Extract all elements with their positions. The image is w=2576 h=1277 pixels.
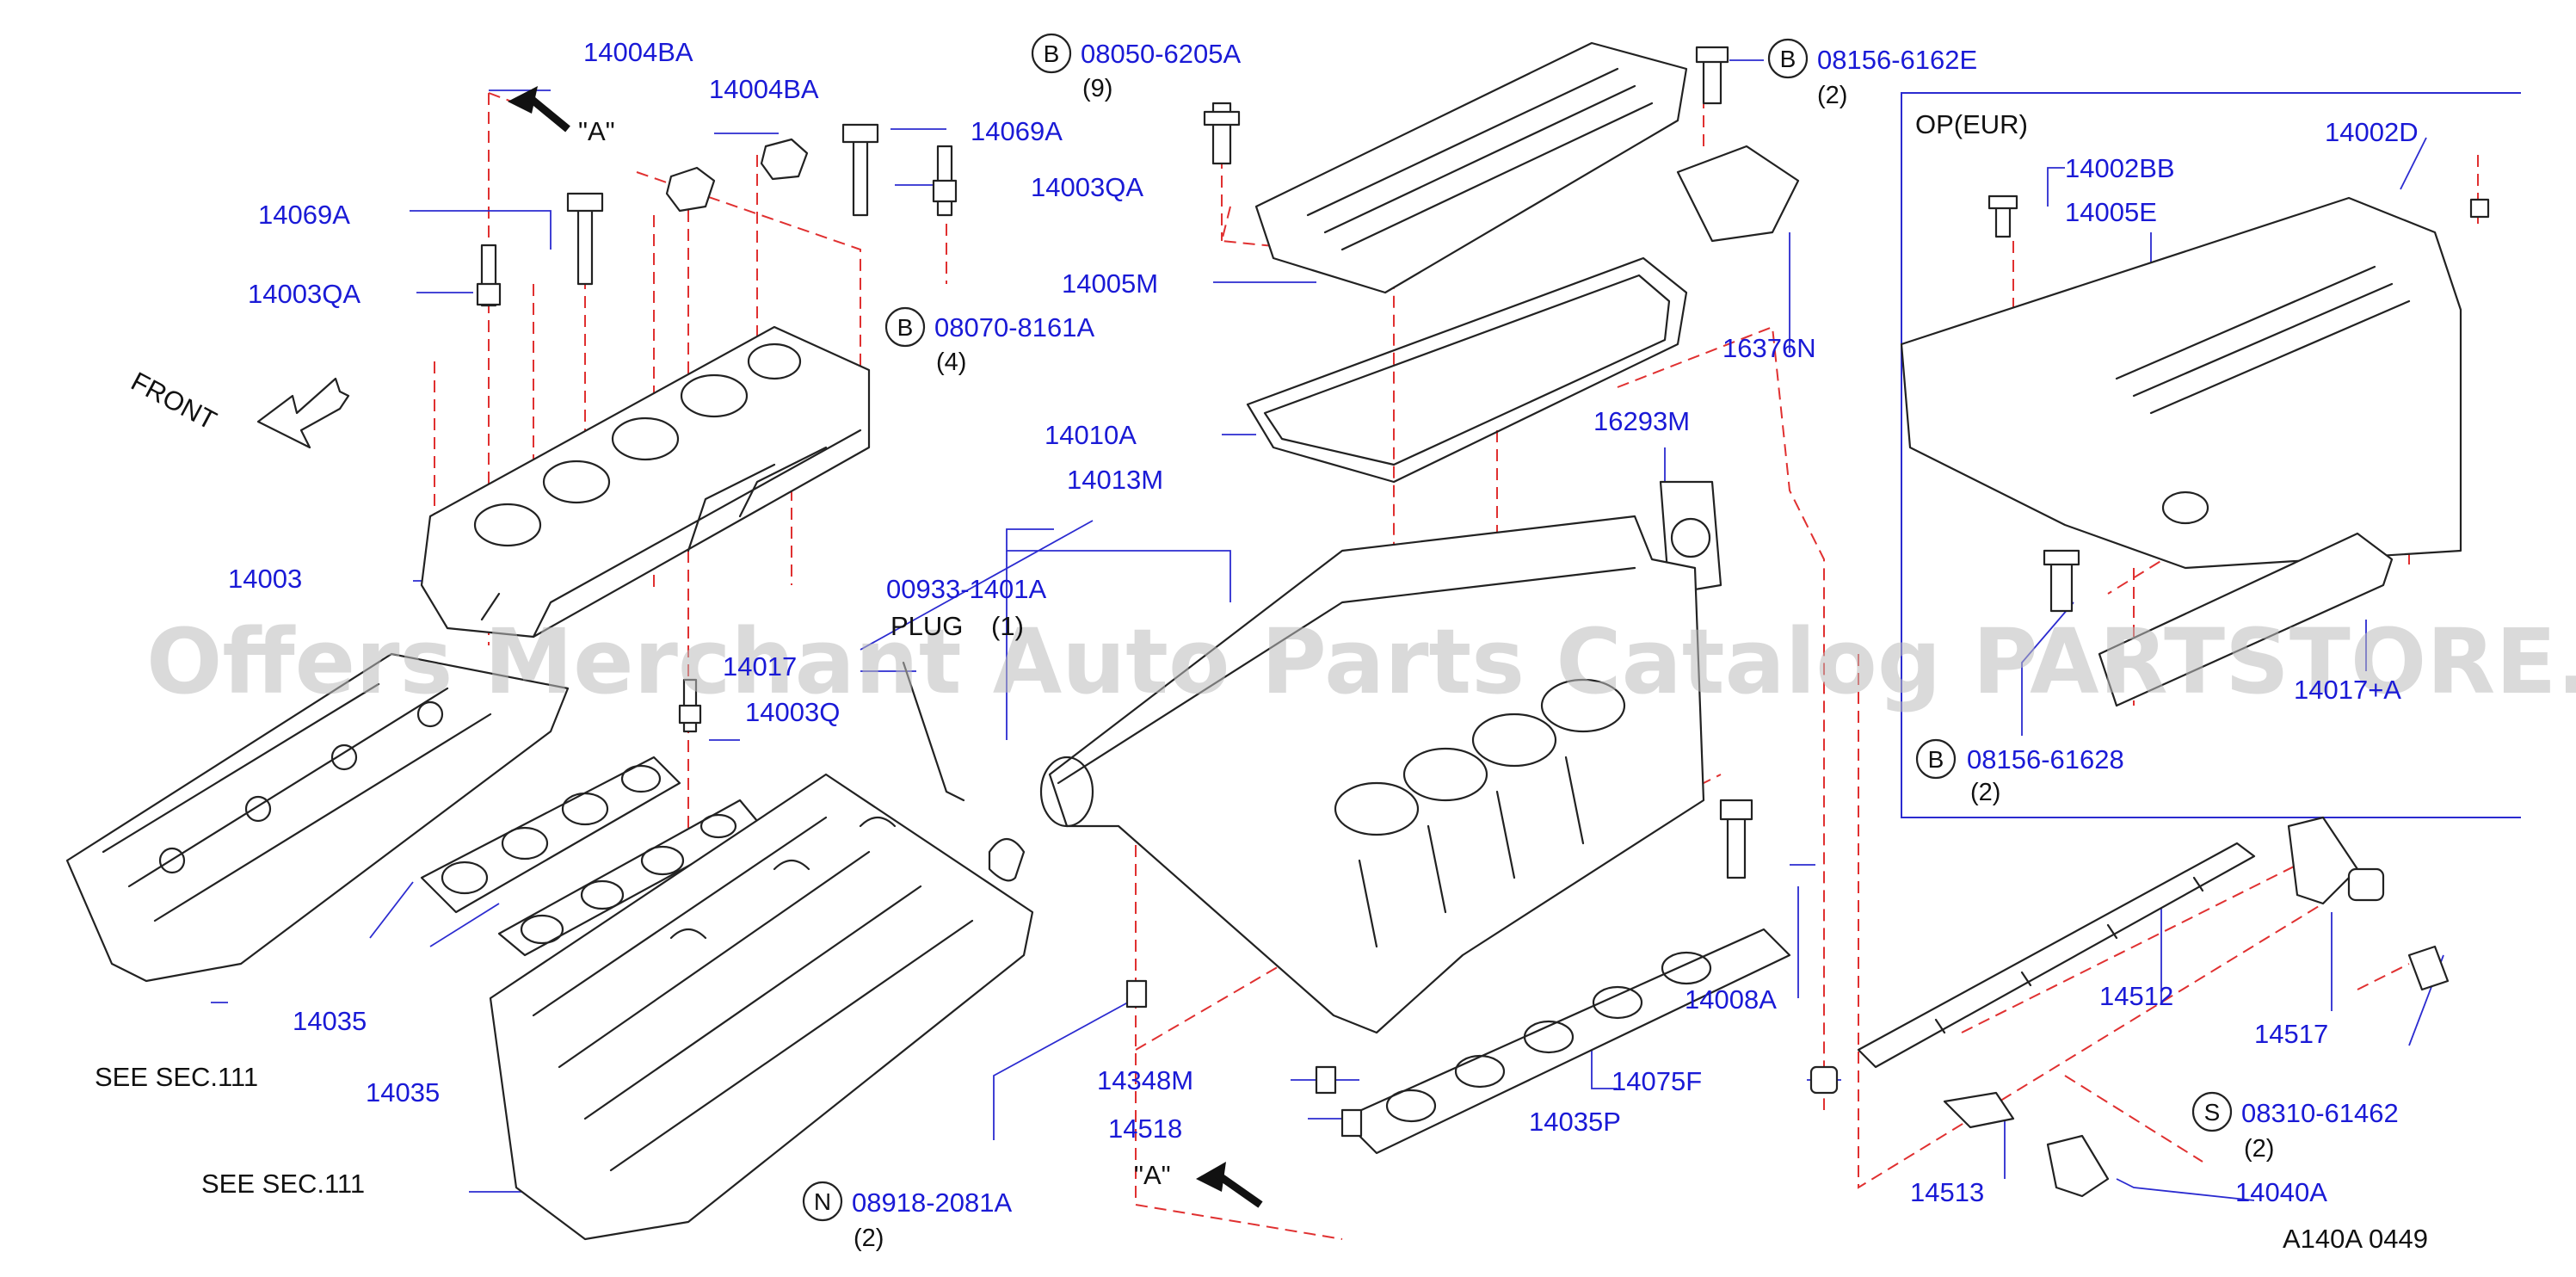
label-14513: 14513 xyxy=(1910,1177,1984,1207)
bolt-b4-part: 08156-61628 xyxy=(1967,744,2124,774)
front-label: FRONT xyxy=(126,366,222,435)
bolt-b3-qty: (4) xyxy=(936,349,966,376)
label-16293M: 16293M xyxy=(1593,406,1690,436)
front-arrow xyxy=(256,377,350,449)
bolt-s1-qty: (2) xyxy=(2244,1135,2274,1163)
label-14005M: 14005M xyxy=(1062,268,1158,299)
gasket-14035P-drawing xyxy=(1340,928,1791,1155)
label-14003Q: 14003Q xyxy=(745,697,840,727)
bolt-s1-part: 08310-61462 xyxy=(2241,1098,2399,1128)
option-box-frame xyxy=(1901,92,2521,818)
label-14005E: 14005E xyxy=(2065,197,2157,227)
bolt-14040A-drawing xyxy=(2046,1134,2110,1198)
bracket-16376N-drawing xyxy=(1676,46,1800,243)
label-14003QA-a: 14003QA xyxy=(248,279,361,309)
bolt-n1-part: 08918-2081A xyxy=(852,1188,1012,1218)
bolt-b3-part: 08070-8161A xyxy=(934,312,1094,342)
label-14003: 14003 xyxy=(228,564,302,594)
stud-14008A-drawing xyxy=(1719,799,1753,879)
label-14002BB: 14002BB xyxy=(2065,153,2175,183)
bolt-b2-part: 08156-6162E xyxy=(1817,45,1977,75)
label-14003QA-b: 14003QA xyxy=(1031,172,1143,202)
bolt-b1-qty: (9) xyxy=(1082,75,1112,102)
bolt-s1-letter: S xyxy=(2204,1099,2221,1126)
collector-gasket-drawing xyxy=(1246,256,1688,484)
label-00933-1401A: 00933-1401A xyxy=(886,574,1046,604)
intake-gasket-drawings xyxy=(420,756,763,957)
bolt-n1-qty: (2) xyxy=(854,1225,884,1252)
plate-14513-drawing xyxy=(1943,1091,2015,1129)
label-14348M: 14348M xyxy=(1097,1065,1193,1095)
intake-manifold-drawing xyxy=(420,325,871,638)
label-14069A-b: 14069A xyxy=(971,116,1063,146)
label-14512: 14512 xyxy=(2099,981,2173,1011)
bolt-b4-qty: (2) xyxy=(1970,779,2000,806)
label-14035-b: 14035 xyxy=(366,1077,440,1107)
label-14002D: 14002D xyxy=(2325,117,2419,147)
label-14013M: 14013M xyxy=(1067,465,1163,495)
intake-collector-drawing xyxy=(902,515,1705,1034)
label-14040A: 14040A xyxy=(2235,1177,2327,1207)
collector-cover-drawing xyxy=(1203,41,1688,294)
view-a-label-top: "A" xyxy=(578,116,615,146)
engine-cover-drawing xyxy=(1900,194,2490,570)
label-14069A-a: 14069A xyxy=(258,200,350,230)
spacer-14075F-drawing xyxy=(1809,1065,1839,1095)
injector-drawings xyxy=(476,123,958,733)
bolt-b3-letter: B xyxy=(897,314,914,341)
label-14010A: 14010A xyxy=(1045,420,1137,450)
watermark: Offers Merchant Auto Parts Catalog PARTS… xyxy=(146,609,2576,714)
bolt-b2-letter: B xyxy=(1780,46,1796,72)
figure-code: A140A 0449 xyxy=(2283,1224,2428,1254)
cylinder-head-drawing xyxy=(489,773,1034,1241)
cylinder-head-gasket-drawing xyxy=(65,652,570,983)
fuel-rail-drawing xyxy=(1857,842,2256,1069)
bolt-n1-letter: N xyxy=(814,1188,831,1215)
bolt-b1-part: 08050-6205A xyxy=(1081,39,1241,69)
bracket-14017A-drawing xyxy=(2043,532,2394,707)
bolt-callout-circles xyxy=(802,33,2233,1222)
bolt-b1-letter: B xyxy=(1044,40,1060,67)
view-a-label-bottom: "A" xyxy=(1134,1160,1171,1190)
pressure-regulator-drawing xyxy=(2287,816,2385,905)
view-a-arrow-top xyxy=(508,86,570,133)
label-14004BA-b: 14004BA xyxy=(709,74,819,104)
small-bolt-drawings xyxy=(1125,945,2450,1138)
part-number-labels: 14004BA 14004BA 14069A 14003QA 14069A 14… xyxy=(228,37,2419,1207)
plug-qty: (1) xyxy=(991,611,1024,641)
bolt-b4-letter: B xyxy=(1928,746,1944,773)
label-14035P: 14035P xyxy=(1529,1107,1621,1137)
label-14517: 14517 xyxy=(2254,1019,2328,1049)
bolt-callouts: B 08050-6205A (9) B 08156-6162E (2) B 08… xyxy=(814,39,2399,1252)
label-14004BA-a: 14004BA xyxy=(583,37,693,67)
label-16376N: 16376N xyxy=(1722,333,1816,363)
label-14035-a: 14035 xyxy=(293,1006,367,1036)
see-sec-label-2: SEE SEC.111 xyxy=(201,1169,365,1199)
label-14518: 14518 xyxy=(1108,1114,1182,1144)
leader-lines xyxy=(211,59,2444,1201)
label-14008A: 14008A xyxy=(1685,984,1777,1015)
label-14017A: 14017+A xyxy=(2294,675,2401,705)
see-sec-label-1: SEE SEC.111 xyxy=(95,1062,258,1092)
label-14017: 14017 xyxy=(723,651,797,682)
view-a-arrow-bottom xyxy=(1196,1162,1263,1208)
option-box-title: OP(EUR) xyxy=(1915,109,2028,139)
label-14075F: 14075F xyxy=(1612,1066,1702,1096)
plug-label: PLUG xyxy=(891,611,963,641)
bolt-b2-qty: (2) xyxy=(1817,82,1847,109)
